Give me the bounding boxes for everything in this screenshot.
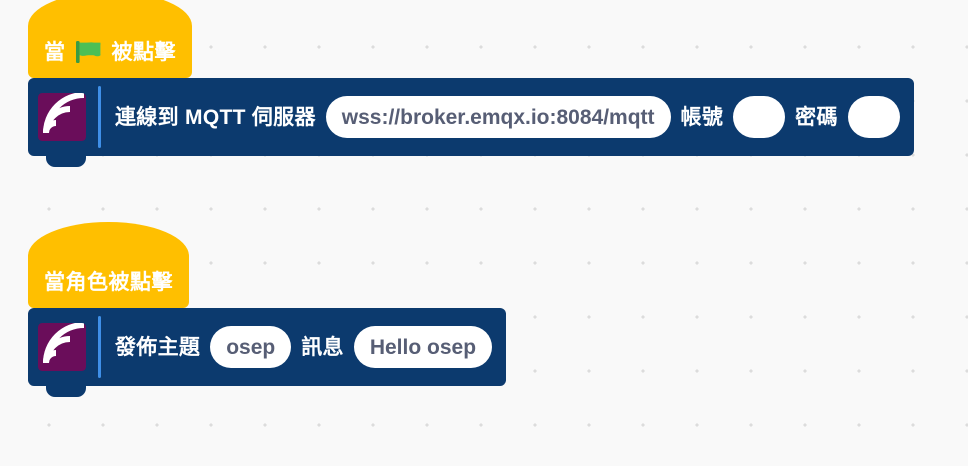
block-stack-2[interactable]: 發佈主題 osep 訊息 Hello osep [28,308,507,397]
mqtt-server-url-field[interactable]: wss://broker.emqx.io:8084/mqtt [325,96,671,138]
block-stack-1[interactable]: 連線到 MQTT 伺服器 wss://broker.emqx.io:8084/m… [28,78,914,167]
publish-message-label: 訊息 [301,335,344,359]
mqtt-signal-icon [38,93,86,141]
connect-to-mqtt-server-block[interactable]: 連線到 MQTT 伺服器 wss://broker.emqx.io:8084/m… [28,78,914,167]
script-when-this-sprite-clicked[interactable]: 當角色被點擊 發佈主題 osep [28,222,507,397]
hat-label-prefix: 當 [44,40,66,64]
when-this-sprite-clicked-hat-block[interactable]: 當角色被點擊 [28,222,189,308]
hat-label-suffix: 被點擊 [111,40,176,64]
hat-label-sprite-clicked: 當角色被點擊 [44,270,173,294]
publish-topic-label: 發佈主題 [115,335,201,359]
publish-message-field[interactable]: Hello osep [353,326,493,368]
when-green-flag-clicked-hat-block[interactable]: 當 被點擊 [28,0,192,78]
green-flag-icon [75,41,102,63]
mqtt-username-field[interactable] [733,96,786,138]
mqtt-signal-icon [38,323,86,371]
mqtt-password-field[interactable] [847,96,900,138]
mqtt-password-label: 密碼 [795,105,838,129]
mqtt-username-label: 帳號 [680,105,724,129]
script-when-green-flag-clicked[interactable]: 當 被點擊 [28,0,914,167]
block-icon-divider [98,86,101,148]
connect-to-mqtt-server-label: 連線到 MQTT 伺服器 [115,105,316,129]
publish-topic-field[interactable]: osep [210,326,292,368]
publish-topic-message-block[interactable]: 發佈主題 osep 訊息 Hello osep [28,308,507,397]
block-icon-divider [98,316,101,378]
